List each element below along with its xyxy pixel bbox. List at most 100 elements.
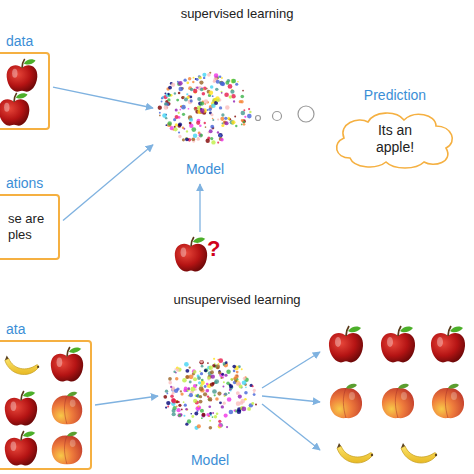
brain-dot xyxy=(247,407,251,411)
brain-dot xyxy=(159,115,161,117)
brain-dot xyxy=(199,360,204,365)
brain-dot xyxy=(250,384,253,387)
brain-dot xyxy=(203,392,207,396)
brain-dot xyxy=(210,137,213,140)
brain-dot xyxy=(218,423,222,427)
brain-dot xyxy=(217,131,219,133)
brain-dot xyxy=(182,113,185,116)
brain-dot xyxy=(212,416,214,418)
brain-dot xyxy=(220,117,224,121)
brain-dot xyxy=(253,392,255,394)
brain-dot xyxy=(207,377,210,380)
brain-dot xyxy=(197,405,201,409)
brain-dot xyxy=(188,77,191,80)
brain-dot xyxy=(236,391,240,395)
brain-dot xyxy=(182,138,185,141)
brain-dot xyxy=(193,89,197,93)
brain-dot xyxy=(224,374,227,377)
model-node: Model xyxy=(160,348,260,468)
brain-dot xyxy=(161,101,163,103)
brain-dot xyxy=(224,117,227,120)
brain-dot xyxy=(189,393,193,397)
brain-dot xyxy=(210,370,214,374)
brain-dot xyxy=(247,114,252,119)
brain-dot xyxy=(172,399,177,404)
brain-dot xyxy=(220,138,224,142)
section-title: supervised learning xyxy=(181,6,294,21)
brain-dot xyxy=(203,77,205,79)
brain-dot xyxy=(178,87,183,92)
brain-dot xyxy=(212,412,214,414)
brain-dot xyxy=(196,384,198,386)
brain-dot xyxy=(233,377,236,380)
brain-dot xyxy=(199,370,201,372)
brain-dot xyxy=(205,126,207,128)
model-label: Model xyxy=(186,161,224,177)
brain-dot xyxy=(245,386,247,388)
brain-dot xyxy=(204,369,207,372)
brain-dot xyxy=(177,413,181,417)
prediction-text: Its an apple! xyxy=(366,122,424,156)
brain-dot xyxy=(221,405,224,408)
annotation-box: ationsse are ples xyxy=(0,194,60,260)
flow-arrow xyxy=(53,87,153,108)
brain-dot xyxy=(241,124,243,126)
brain-dot xyxy=(223,402,226,405)
brain-dot xyxy=(174,389,178,393)
brain-dot xyxy=(214,73,219,78)
brain-dot xyxy=(176,99,179,102)
brain-dot xyxy=(201,365,204,368)
brain-dot xyxy=(195,406,200,411)
brain-dot xyxy=(228,84,233,89)
brain-dot xyxy=(197,97,201,101)
model-node: Model xyxy=(155,62,255,177)
brain-dot xyxy=(178,414,181,417)
brain-dot xyxy=(235,125,237,127)
brain-dot xyxy=(200,108,205,113)
brain-dot xyxy=(242,380,247,385)
brain-dot xyxy=(167,121,171,125)
brain-dot xyxy=(219,75,222,78)
brain-dot xyxy=(187,387,190,390)
brain-dot xyxy=(174,126,176,128)
brain-dot xyxy=(200,134,203,137)
brain-dot xyxy=(206,139,210,143)
brain-dot xyxy=(231,379,233,381)
peach-icon xyxy=(432,384,464,418)
brain-dot xyxy=(229,95,232,98)
brain-dot xyxy=(168,381,172,385)
brain-dot xyxy=(242,90,244,92)
brain-dot xyxy=(168,93,171,96)
brain-dot xyxy=(234,409,236,411)
brain-dot xyxy=(241,111,246,116)
brain-dot xyxy=(204,99,209,104)
brain-dot xyxy=(225,361,228,364)
brain-dot xyxy=(214,379,219,384)
brain-dot xyxy=(207,73,211,77)
brain-dot xyxy=(186,93,188,95)
brain-dot xyxy=(221,82,225,86)
peach-icon xyxy=(52,432,83,465)
brain-dot xyxy=(238,394,242,398)
apple-icon xyxy=(0,93,29,126)
brain-dot xyxy=(196,86,198,88)
brain-dot xyxy=(189,380,192,383)
apple-icon xyxy=(51,347,83,382)
brain-dot xyxy=(180,390,182,392)
brain-dot xyxy=(227,397,232,402)
peach-icon xyxy=(52,392,83,425)
brain-dot xyxy=(243,377,246,380)
brain-dot xyxy=(198,75,201,78)
brain-dot xyxy=(199,76,202,79)
brain-dot xyxy=(239,100,242,103)
brain-dot xyxy=(182,127,184,129)
section-title: unsupervised learning xyxy=(173,292,300,307)
brain-dot xyxy=(166,401,170,405)
apple-icon xyxy=(381,326,415,362)
brain-dot xyxy=(199,395,202,398)
brain-dot xyxy=(185,137,189,141)
brain-dot xyxy=(191,137,195,141)
brain-dot xyxy=(186,130,188,132)
brain-dot xyxy=(193,370,197,374)
brain-dot xyxy=(199,134,203,138)
